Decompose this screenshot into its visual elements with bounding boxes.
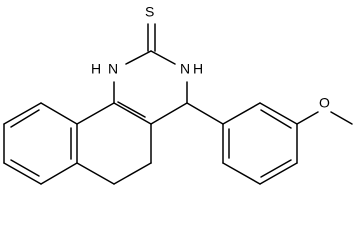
molecule-drawing: S H N N H O: [3, 4, 353, 185]
bond-c10-c9-inner: [10, 109, 40, 128]
bond-c1p-c2p: [222, 102, 261, 125]
bond-c10a-c10: [40, 102, 78, 125]
bond-c3p-o: [296, 111, 319, 125]
bond-c4p-c5p-inner: [260, 159, 292, 178]
nh-left-n-label: N: [108, 61, 118, 77]
bond-c4p-c5p: [259, 162, 298, 185]
bond-c4-c4a: [150, 102, 188, 125]
bond-c4a-c10b-b: [117, 101, 146, 118]
bond-c7-c6a: [40, 162, 78, 185]
bond-c5-c6: [113, 162, 152, 185]
bond-c2-n3: [150, 50, 176, 65]
bond-c2p-c3p-inner: [260, 109, 292, 129]
nh-left-h-label: H: [91, 61, 101, 77]
bond-c10-c9: [3, 102, 42, 125]
bond-o-ch3: [330, 111, 353, 125]
bond-c8-c7-inner: [10, 159, 40, 177]
bond-c2-n1: [125, 50, 152, 65]
oxygen-atom-label: O: [319, 95, 330, 111]
structure-canvas: S H N N H O: [3, 4, 353, 185]
bond-c8-c7: [3, 162, 42, 185]
sulfur-atom-label: S: [145, 4, 154, 20]
bond-c10b-c10a: [76, 102, 115, 125]
bond-c2p-c3p: [259, 102, 298, 125]
bond-c4-c1p: [186, 102, 224, 125]
nh-right-n-label: N: [180, 61, 190, 77]
bond-c5p-c6p: [222, 162, 261, 185]
bond-c6-c6a: [76, 162, 115, 185]
bond-c4a-c10b-a: [113, 102, 152, 125]
nh-right-h-label: H: [193, 61, 203, 77]
